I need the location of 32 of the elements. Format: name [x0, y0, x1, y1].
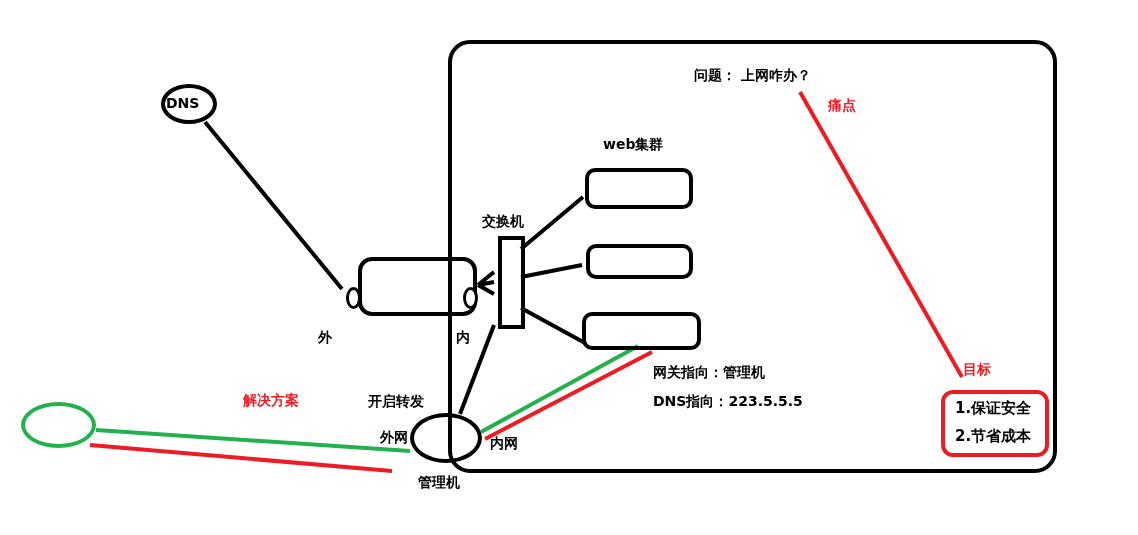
connector-line: [484, 350, 653, 441]
server-box: [585, 168, 693, 209]
goal-heading: 目标: [963, 362, 991, 376]
connector-line: [798, 91, 964, 378]
connector-line: [458, 324, 496, 415]
edge-label: 痛点: [828, 98, 856, 112]
connector-line: [480, 344, 639, 434]
connector-line: [89, 443, 393, 473]
goal-item: 2.节省成本: [955, 429, 1032, 444]
config-note: 网关指向：管理机: [653, 365, 765, 379]
port-label: 内: [456, 330, 470, 344]
port-label: 开启转发: [368, 394, 424, 408]
connector-line: [203, 120, 344, 291]
group-label: web集群: [603, 137, 664, 151]
connector-line: [476, 270, 496, 296]
network-frame: [448, 40, 1057, 473]
node-label: DNS: [166, 96, 200, 110]
server-box: [586, 244, 693, 279]
question-text: 问题： 上网咋办？: [694, 67, 844, 87]
goal-item: 1.保证安全: [955, 401, 1032, 416]
connector-line: [519, 195, 585, 251]
server-ellipse: [161, 84, 217, 124]
config-note: DNS指向：223.5.5.5: [653, 394, 803, 408]
connector-line: [95, 428, 411, 453]
client-ellipse: [21, 402, 96, 448]
annotation-text: 解决方案: [243, 393, 299, 407]
port-label: 内网: [490, 436, 518, 450]
port-label: 外: [318, 330, 332, 344]
port-label: 外网: [380, 430, 408, 444]
device-label: 管理机: [418, 475, 460, 489]
server-box: [582, 312, 701, 350]
device-label: 交换机: [482, 214, 524, 228]
